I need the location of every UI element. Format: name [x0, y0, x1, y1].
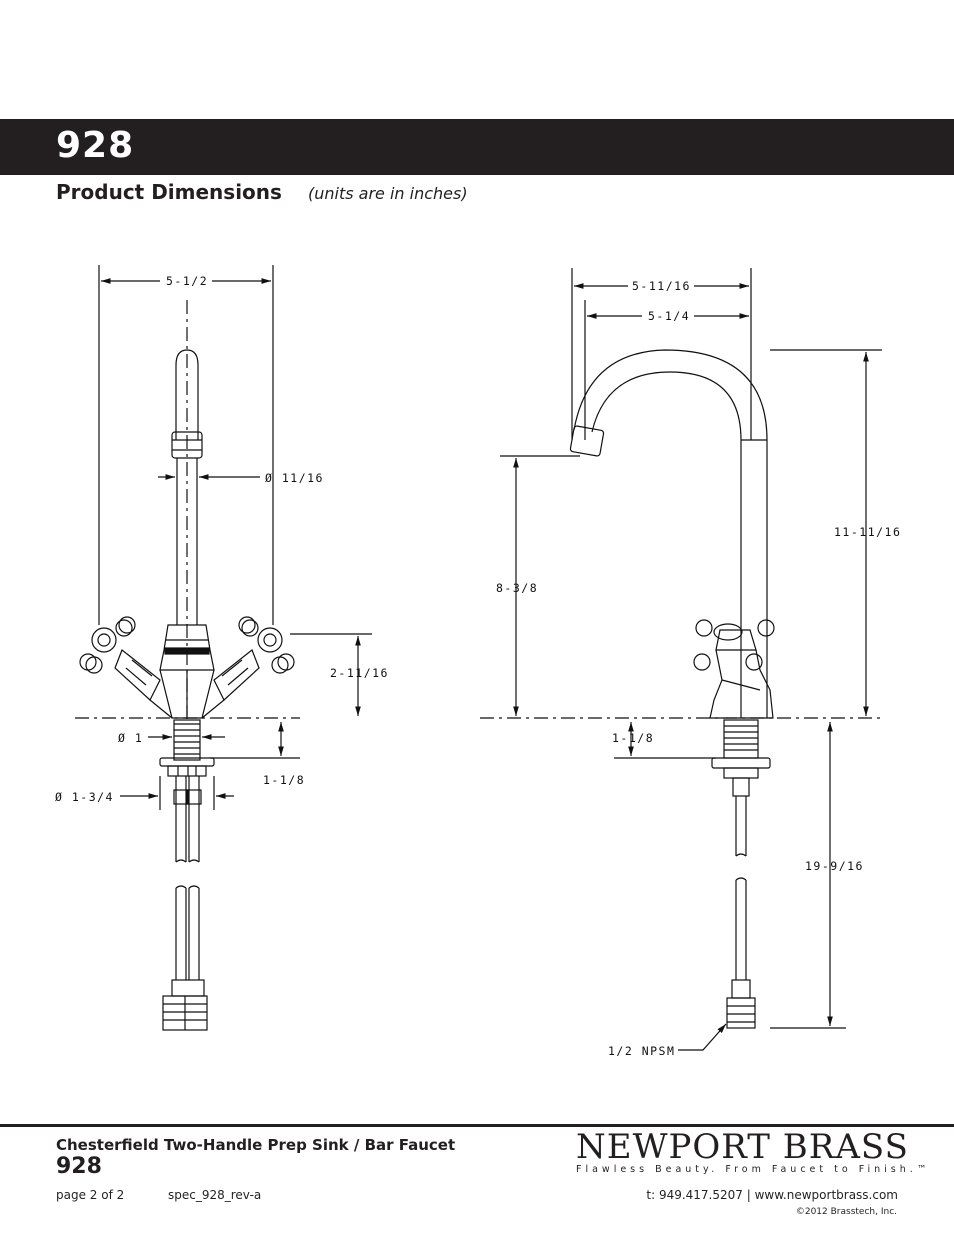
dim-flange-diameter: Ø 1-3/4	[55, 790, 114, 804]
dim-front-deck-thickness: 1-1/8	[263, 773, 305, 787]
dim-outer-reach: 5-11/16	[632, 279, 691, 293]
units-note: (units are in inches)	[308, 184, 468, 203]
dim-inner-reach: 5-1/4	[648, 309, 690, 323]
dim-side-deck-thickness: 1-1/8	[612, 731, 654, 745]
dim-connection-thread: 1/2 NPSM	[608, 1044, 675, 1058]
newport-brass-logo: NEWPORT BRASS Flawless Beauty. From Fauc…	[576, 1128, 930, 1175]
footer-rule	[0, 1124, 954, 1127]
front-view	[75, 265, 372, 1031]
dim-overall-height: 11-11/16	[834, 525, 901, 539]
dim-overall-width: 5-1/2	[166, 274, 208, 288]
brand-tagline: Flawless Beauty. From Faucet to Finish.™	[576, 1164, 931, 1175]
dim-spout-diameter: Ø 11/16	[265, 471, 324, 485]
dim-handle-height: 2-11/16	[330, 666, 389, 680]
spec-id: spec_928_rev-a	[168, 1188, 262, 1202]
dim-spout-clearance: 8-3/8	[496, 581, 538, 595]
contact-info: t: 949.417.5207 | www.newportbrass.com	[646, 1188, 898, 1202]
header-bar	[0, 119, 954, 175]
dim-supply-length: 19-9/16	[805, 859, 864, 873]
footer-model-number: 928	[56, 1154, 102, 1179]
dim-shank-diameter: Ø 1	[118, 731, 143, 745]
brand-name: NEWPORT BRASS	[576, 1127, 909, 1167]
model-title: 928	[56, 125, 135, 166]
section-title: Product Dimensions	[56, 180, 282, 204]
product-name: Chesterfield Two-Handle Prep Sink / Bar …	[56, 1136, 456, 1154]
page-number: page 2 of 2	[56, 1188, 125, 1202]
copyright: ©2012 Brasstech, Inc.	[795, 1207, 897, 1217]
side-view	[480, 268, 884, 1051]
